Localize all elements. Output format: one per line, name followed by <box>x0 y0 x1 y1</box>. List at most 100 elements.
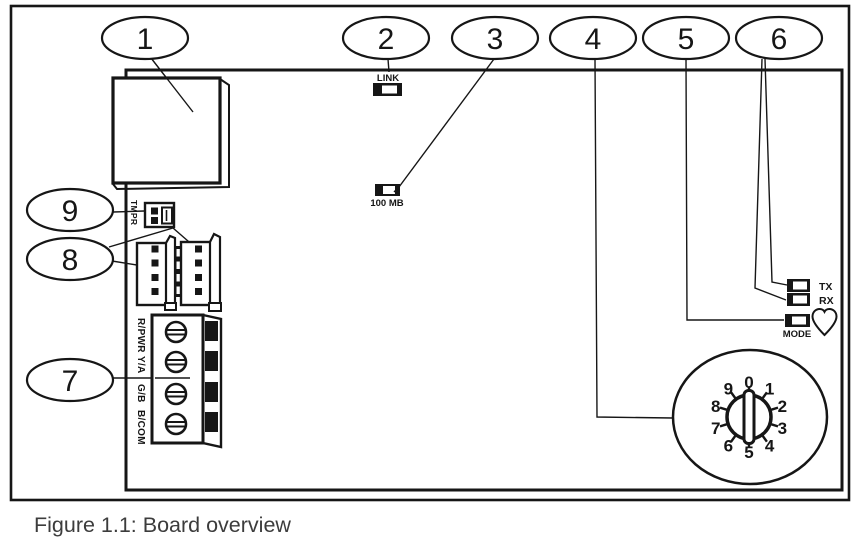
speed-led-window <box>383 186 395 194</box>
rotary-address-switch: 0 1 2 3 4 5 6 7 8 9 <box>671 348 829 486</box>
callout-9-number: 9 <box>62 195 79 228</box>
connector-left-pin-1 <box>151 245 159 253</box>
callout-7-bubble <box>25 357 115 403</box>
ladder-hole-4 <box>176 286 181 294</box>
figure-caption: Figure 1.1: Board overview <box>34 513 291 537</box>
leader-4 <box>594 58 674 419</box>
rotary-digit-4: 4 <box>765 436 775 455</box>
terminal-side-tab-4 <box>205 412 218 432</box>
tamper-jumper-label: TMPR <box>129 200 139 225</box>
leader-6-tx <box>764 58 788 286</box>
tamper-jumper: TMPR <box>129 200 176 229</box>
callout-4-bubble <box>548 15 638 61</box>
speed-led-label: 100 MB <box>370 198 403 209</box>
connector-right-pin-4 <box>195 288 202 295</box>
callout-1-number: 1 <box>137 23 154 56</box>
connector-right-foot <box>208 302 222 312</box>
mode-led-label: MODE <box>783 329 812 340</box>
link-led: LINK <box>373 73 402 96</box>
ethernet-port-body <box>111 76 222 185</box>
terminal-side-tab-1 <box>205 321 218 341</box>
connector-left <box>135 234 183 311</box>
terminal-label-y-a: Y/A <box>135 356 146 374</box>
callout-bubbles: 1 2 3 4 5 6 7 8 9 <box>25 15 824 403</box>
rx-led-window <box>793 295 807 304</box>
speed-led: 100 MB <box>370 184 404 209</box>
ethernet-port <box>111 57 230 191</box>
callout-3-number: 3 <box>487 23 504 56</box>
rotary-digit-7: 7 <box>711 419 720 438</box>
leader-2 <box>387 58 390 73</box>
terminal-screw-1 <box>164 320 188 344</box>
callout-2-bubble <box>341 15 431 61</box>
rotary-knob-slot <box>742 389 756 445</box>
link-led-window <box>382 85 397 94</box>
terminal-side-tab-2 <box>205 351 218 371</box>
connector-left-pin-2 <box>151 259 159 267</box>
tx-led-label: TX <box>819 281 832 293</box>
rx-led-label: RX <box>819 295 834 307</box>
connector-left-lever <box>164 234 177 307</box>
rotary-digit-1: 1 <box>765 380 774 399</box>
callout-5-number: 5 <box>678 23 695 56</box>
terminal-label-b-com: B/COM <box>135 410 146 445</box>
callout-8-number: 8 <box>62 244 79 277</box>
status-leds: TX RX MODE <box>783 279 838 340</box>
terminal-side-tab-3 <box>205 382 218 402</box>
rotary-digit-5: 5 <box>744 443 753 462</box>
leader-5 <box>685 58 784 321</box>
rotary-digit-0: 0 <box>744 373 753 392</box>
rotary-digit-9: 9 <box>724 380 733 399</box>
connector-right-pin-1 <box>195 245 202 253</box>
leader-1-overlay <box>150 57 194 113</box>
link-led-label: LINK <box>377 73 399 84</box>
speed-led-leader-tip <box>393 186 400 193</box>
callout-5-bubble <box>641 15 731 61</box>
connector-right-pin-2 <box>195 259 202 267</box>
rotary-ticks <box>719 386 779 448</box>
callout-3-bubble <box>450 15 540 61</box>
callout-6-number: 6 <box>771 23 788 56</box>
ladder-hole-1 <box>176 249 181 257</box>
callout-8-bubble <box>25 236 115 282</box>
connector-right-lever <box>208 232 222 307</box>
ladder-hole-3 <box>176 274 181 282</box>
leader-3 <box>398 58 495 188</box>
connector-right <box>179 232 222 312</box>
connector-left-foot <box>164 302 177 311</box>
ethernet-port-bevel <box>112 78 230 191</box>
connector-right-pin-3 <box>195 274 202 281</box>
callout-6-bubble <box>734 15 824 61</box>
connector-left-pin-3 <box>151 274 159 281</box>
interconnect-connectors <box>135 232 222 312</box>
heartbeat-icon <box>811 307 838 337</box>
callout-7-number: 7 <box>62 365 79 398</box>
tamper-jumper-pin-1 <box>151 207 158 215</box>
rotary-digit-8: 8 <box>711 397 720 416</box>
rotary-digit-2: 2 <box>778 397 787 416</box>
leader-9 <box>112 210 145 213</box>
terminal-screw-4 <box>164 412 188 436</box>
connector-left-pin-4 <box>151 288 159 295</box>
rotary-digit-6: 6 <box>724 436 733 455</box>
callout-4-number: 4 <box>585 23 602 56</box>
terminal-screws <box>164 320 188 436</box>
terminal-screw-2 <box>164 350 188 374</box>
connector-ladder <box>174 246 183 297</box>
tamper-jumper-pin-2 <box>151 217 158 224</box>
callout-1-bubble <box>100 15 190 61</box>
rotary-digits: 0 1 2 3 4 5 6 7 8 9 <box>711 373 787 462</box>
ladder-hole-2 <box>176 261 181 269</box>
figure-frame <box>9 4 851 502</box>
terminal-screw-3 <box>164 382 188 406</box>
callout-2-number: 2 <box>378 23 395 56</box>
tx-led-window <box>793 281 807 290</box>
leader-6-rx <box>754 58 787 301</box>
mode-led-window <box>792 316 806 325</box>
terminal-block: R/PWR Y/A G/B B/COM <box>135 313 223 449</box>
terminal-label-g-b: G/B <box>135 384 146 403</box>
board-outline <box>124 68 844 492</box>
rotary-digit-3: 3 <box>778 419 787 438</box>
